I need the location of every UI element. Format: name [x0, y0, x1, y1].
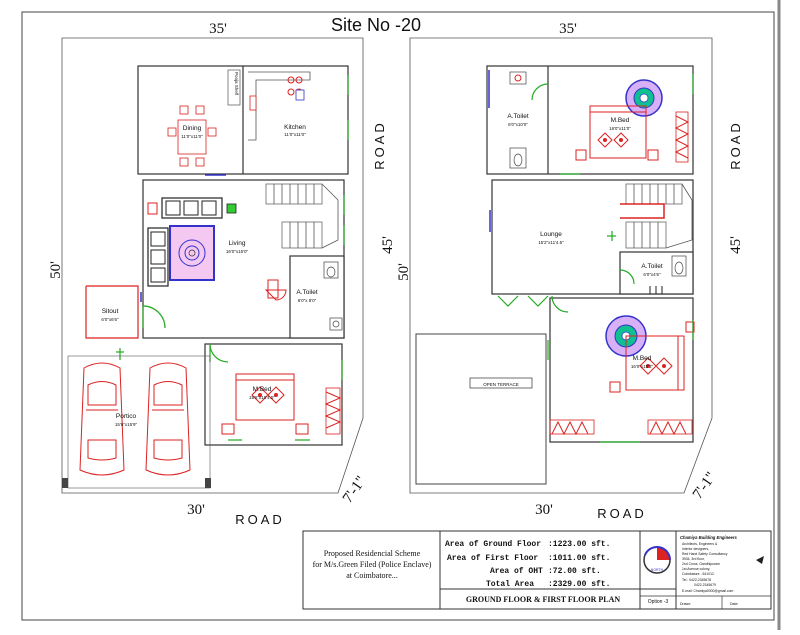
first-toilet1-fixtures: [509, 71, 527, 169]
ground-mbed-size: 15'6"x10'4.5": [249, 395, 275, 400]
ground-plot-outline: [61, 37, 364, 494]
firm-line-2: Interior designers,: [682, 547, 709, 551]
area-total-label: Total Area: [486, 580, 534, 589]
car-right-icon: [145, 362, 191, 476]
living-rug-icon: [169, 225, 215, 281]
sitout-room: [85, 285, 139, 339]
ground-mbed-icon: [221, 373, 309, 435]
first-wardrobe-icon: [549, 419, 693, 436]
first-mbed1-size: 16'0"x11'0": [609, 126, 631, 131]
ground-floor-plan: Pooja Shelf Dining 11'0"x11'0" Kitchen 1…: [48, 21, 396, 527]
drawn-field: Drawn:: [680, 602, 691, 606]
option-label: Option -3: [648, 599, 669, 605]
ground-dim-left: 50': [48, 261, 64, 279]
kitchen-counter-icon: [248, 71, 311, 141]
first-plot-outline: [409, 37, 713, 494]
pooja-shelf-label: Pooja Shelf: [234, 72, 239, 96]
ground-dim-bottom: 30': [187, 502, 205, 518]
firm-line-1: Architects, Engineers &: [682, 542, 718, 546]
area-total-value: :2329.00 sft.: [548, 580, 610, 589]
first-stair-icon: [620, 183, 693, 249]
title-block: Proposed Residencial Scheme for M/s.Gree…: [302, 530, 772, 610]
dining-table-icon: [167, 105, 217, 167]
firm-line-4: 3934, 3rd floor,: [682, 557, 705, 561]
portico-label: Portico: [116, 413, 137, 420]
ground-toilet-size: 6'0"x 8'0": [298, 298, 317, 303]
scheme-line-3: at Coimbatore...: [346, 571, 398, 580]
dining-label: Dining: [183, 125, 202, 132]
first-mbed2-icon: [605, 315, 695, 393]
first-mbed1-icon: [575, 79, 690, 163]
ground-dim-right: 45': [380, 236, 396, 254]
area-ground-label: Area of Ground Floor: [445, 540, 541, 549]
first-dim-bottom: 30': [535, 502, 553, 518]
firm-line-7: Coimbatore - 641012.: [682, 572, 715, 576]
kitchen-label: Kitchen: [284, 124, 306, 131]
ground-road-right: ROAD: [372, 120, 387, 170]
ground-mbed-label: M.Bed: [253, 386, 272, 393]
ground-wc-icon: [323, 261, 343, 331]
living-size: 16'0"x16'0": [226, 249, 249, 254]
site-title: Site No -20: [331, 15, 421, 35]
portico-area: [67, 355, 211, 489]
scheme-line-2: for M/s.Green Filed (Police Enclave): [313, 560, 432, 569]
first-mbed2-label: M.Bed: [633, 355, 652, 362]
first-toilet2-label: A.Toilet: [641, 263, 663, 270]
first-toilet1-size: 6'0"x10'0": [508, 122, 528, 127]
ground-mbed-block: [204, 343, 343, 446]
north-logo-text: NORTH: [651, 568, 664, 572]
first-dim-left: 50': [396, 263, 412, 281]
first-dim-right: 45': [728, 236, 744, 254]
sitout-size: 6'0"x6'6": [101, 317, 119, 322]
dining-size: 11'0"x11'0": [181, 134, 203, 139]
first-road-bottom: ROAD: [597, 506, 647, 521]
firm-line-5: 2nd Cross, Gandhipuram: [682, 562, 720, 566]
car-left-icon: [79, 362, 125, 476]
kitchen-size: 11'0"x11'0": [284, 132, 306, 137]
first-road-right: ROAD: [728, 120, 743, 170]
lounge-label: Lounge: [540, 231, 562, 238]
ground-stair-icon: [265, 183, 339, 249]
lounge-size: 15'2"x11'4.5": [538, 240, 564, 245]
sitout-label: Sitout: [102, 308, 119, 315]
firm-line-6: 1st Avenue colony,: [682, 567, 710, 571]
ground-toilet-label: A.Toilet: [296, 289, 318, 296]
ground-road-bottom: ROAD: [235, 512, 285, 527]
first-mbed1-label: M.Bed: [611, 117, 630, 124]
firm-phone-1: Tel : 0422-2345678: [682, 578, 711, 582]
sofa-side-icon: [147, 227, 169, 287]
area-ground-value: :1223.00 sft.: [548, 540, 610, 549]
living-label: Living: [229, 240, 246, 247]
ground-wardrobe-icon: [324, 387, 342, 435]
area-oht-value: :72.00 sft.: [548, 567, 601, 576]
scheme-line-1: Proposed Residencial Scheme: [324, 549, 421, 558]
plan-title: GROUND FLOOR & FIRST FLOOR PLAN: [466, 595, 621, 604]
firm-email: E-mail: Chamiya0000@gmail.com: [682, 589, 733, 593]
first-mbed2-size: 16'0"x15'3": [631, 364, 654, 369]
firm-line-3: Red Hand Safety Consultancy: [682, 552, 728, 556]
portico-size: 15'6"x15'9": [115, 422, 138, 427]
first-toilet1-label: A.Toilet: [507, 113, 529, 120]
ground-dim-top: 35': [209, 21, 227, 37]
area-first-value: :1011.00 sft.: [548, 554, 610, 563]
firm-phone-2: 0422-2345679: [694, 583, 716, 587]
firm-logo-icon: [756, 556, 764, 564]
first-dim-top: 35': [559, 21, 577, 37]
open-terrace-area: [415, 333, 547, 485]
first-toilet2-size: 6'0"x4'6": [643, 272, 661, 277]
north-logo-icon: NORTH: [643, 546, 671, 574]
first-wc-icon: [649, 255, 687, 294]
firm-name: Chamiya Building Engineers: [680, 535, 737, 540]
area-first-label: Area of First Floor: [447, 554, 538, 563]
sheet-border: [21, 11, 775, 621]
sofa-top-icon: [147, 197, 237, 219]
area-oht-label: Area of OHT: [490, 567, 543, 576]
date-field: Date:: [730, 602, 738, 606]
open-terrace-label: OPEN TERRACE: [483, 382, 518, 387]
